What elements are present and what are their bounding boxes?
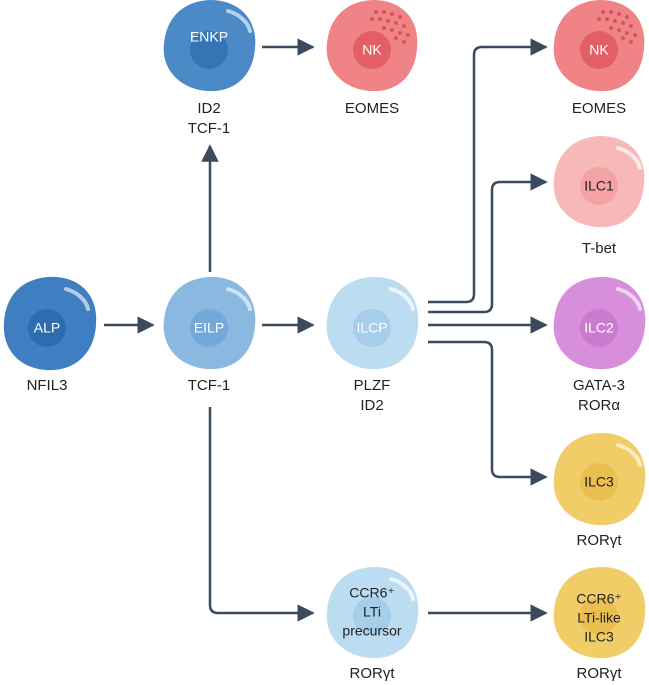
marker-ilc3-1: RORγt [577,532,623,549]
cell-label-lti-like-ilc3-line1: CCR6⁺ [576,591,622,607]
cell-label-lti-precursor-line1: CCR6⁺ [349,585,395,601]
cell-label-nk-top: NK [362,42,382,58]
cell-eilp: EILP [163,276,256,370]
cell-ilcp: ILCP [326,276,419,370]
marker-labels: NFIL3 TCF-1 ID2 TCF-1 EOMES PLZF ID2 EOM… [27,100,627,682]
cell-label-nk-right: NK [589,42,609,58]
marker-nk-top-1: EOMES [345,100,399,117]
cell-lti-like-ilc3: CCR6⁺ LTi-like ILC3 [553,566,646,659]
cell-label-alp: ALP [34,320,60,336]
marker-nk-right-1: EOMES [572,100,626,117]
granules-icon [370,10,410,44]
marker-eilp-1: TCF-1 [188,377,231,394]
cell-label-lti-like-ilc3-line2: LTi-like [577,610,621,626]
marker-lti-precursor-1: RORγt [350,665,396,682]
arrow-ilcp-to-ilc3 [428,340,548,486]
cell-label-lti-precursor-line2: LTi [363,604,381,620]
cell-label-eilp: EILP [194,320,224,336]
cell-alp: ALP [3,276,97,371]
marker-ilc2-1: GATA-3 [573,377,625,394]
marker-alp-1: NFIL3 [27,377,68,394]
granules-icon [597,10,637,44]
arrow-ilcp-to-ilc1 [428,173,548,314]
cell-label-ilc2: ILC2 [584,320,614,336]
cell-ilc3: ILC3 [553,432,646,526]
marker-enkp-1: ID2 [197,100,220,117]
marker-lti-like-ilc3-1: RORγt [577,665,623,682]
marker-ilcp-2: ID2 [360,397,383,414]
cell-nk-right: NK [553,0,645,92]
cell-ilc1: ILC1 [553,136,645,228]
cell-enkp: ENKP [163,0,256,92]
arrows [104,38,548,622]
marker-enkp-2: TCF-1 [188,120,231,137]
cell-label-ilcp: ILCP [356,320,387,336]
cell-ilc2: ILC2 [553,276,646,370]
arrow-eilp-to-lti-precursor [208,407,315,622]
marker-ilc2-2: RORα [578,397,620,414]
cell-label-lti-like-ilc3-line3: ILC3 [584,629,614,645]
cell-label-ilc1: ILC1 [584,178,614,194]
cell-label-enkp: ENKP [190,29,228,45]
cell-nk-top: NK [326,0,418,92]
marker-ilcp-1: PLZF [354,377,391,394]
marker-ilc1-1: T-bet [582,240,617,257]
cell-label-ilc3: ILC3 [584,474,614,490]
cell-label-lti-precursor-line3: precursor [342,623,401,639]
cell-lti-precursor: CCR6⁺ LTi precursor [326,566,419,659]
arrow-ilcp-to-nk [428,38,548,304]
